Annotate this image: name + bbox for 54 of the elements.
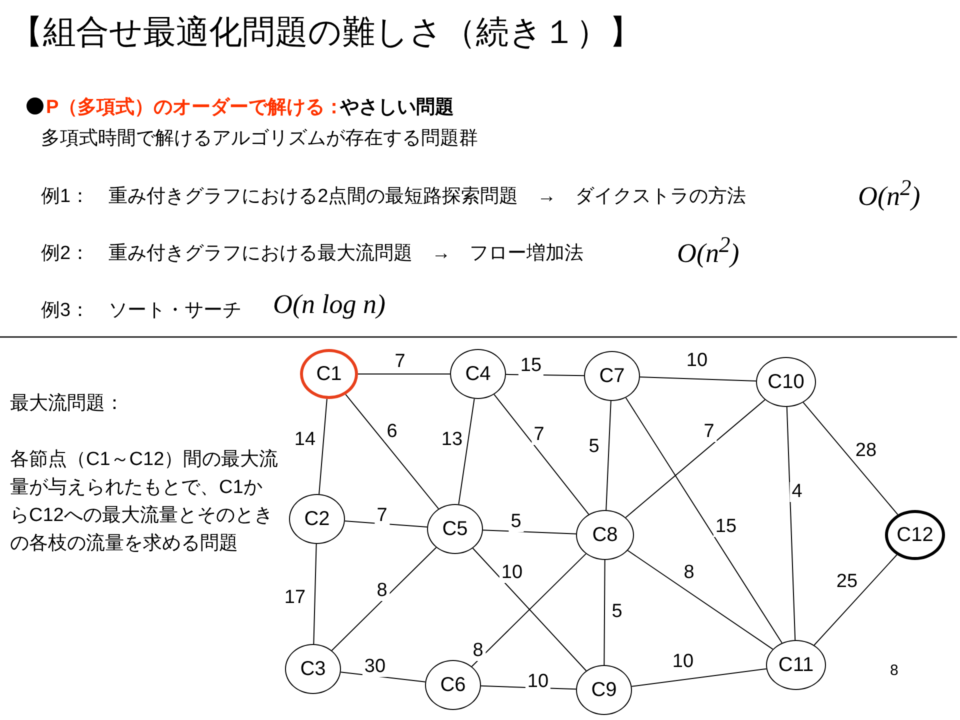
body-text: 多項式時間で解けるアルゴリズムが存在する問題群	[41, 127, 478, 151]
body-text: 最大流問題：	[10, 392, 124, 416]
edge-line	[631, 668, 767, 687]
edge-label: 8	[470, 641, 486, 661]
node-ellipse: C8	[576, 510, 634, 560]
edge-line	[313, 544, 317, 644]
edge-line	[802, 402, 898, 516]
edge-line	[786, 406, 796, 640]
example-text: 例2： 重み付きグラフにおける最大流問題 → フロー増加法	[41, 242, 584, 266]
edge-line	[606, 400, 612, 511]
edge-line	[625, 399, 766, 518]
edge-line	[604, 560, 606, 666]
node-ellipse: C7	[584, 351, 640, 401]
node-ellipse: C2	[289, 494, 345, 544]
node-ellipse: C11	[766, 640, 826, 690]
example-text: 例1： 重み付きグラフにおける2点間の最短路探索問題 → ダイクストラの方法	[41, 185, 746, 209]
edge-line	[814, 554, 898, 646]
edge-label: 4	[790, 482, 804, 502]
node-ellipse: C6	[425, 660, 481, 710]
edge-label: 7	[702, 422, 716, 442]
edge-line	[639, 376, 757, 382]
edge-label: 15	[518, 356, 544, 376]
body-text: 各節点（C1～C12）間の最大流量が与えられたもとで、C1からC12への最大流量とそのときの各枝の流量を求める問題	[10, 448, 280, 556]
edge-label: 10	[525, 672, 551, 692]
edge-label: 10	[499, 563, 525, 583]
edge-line	[331, 547, 437, 651]
edge-label: 15	[713, 517, 739, 537]
node-ellipse: C9	[576, 665, 632, 715]
formula: O(n log n)	[273, 289, 386, 320]
edge-line	[345, 394, 440, 510]
node-ellipse: C1	[300, 349, 358, 399]
edge-line	[318, 398, 328, 495]
title: 【組合せ最適化問題の難しさ（続き１）】	[10, 12, 642, 52]
node-ellipse: C5	[427, 504, 483, 554]
edge-label: 8	[374, 581, 390, 601]
stray-number: 8	[890, 662, 898, 679]
node-ellipse: C4	[450, 349, 506, 399]
edge-line	[482, 530, 577, 534]
edge-line	[494, 394, 590, 515]
edge-line	[344, 520, 428, 528]
edge-line	[627, 550, 774, 650]
edge-label: 5	[508, 512, 524, 532]
node-ellipse: C10	[756, 357, 816, 407]
edge-label: 30	[362, 657, 388, 677]
formula: O(n$^{2}$)	[677, 232, 740, 269]
formula: O(n$^{2}$)	[858, 175, 920, 212]
node-ellipse: C3	[285, 644, 341, 694]
edge-line	[625, 397, 782, 644]
edge-label: 7	[532, 425, 546, 445]
edge-line	[458, 398, 475, 505]
edge-label: 7	[374, 506, 390, 526]
edge-label: 6	[384, 422, 400, 442]
example-text: 例3： ソート・サーチ	[41, 299, 242, 323]
node-ellipse: C12	[885, 510, 945, 560]
